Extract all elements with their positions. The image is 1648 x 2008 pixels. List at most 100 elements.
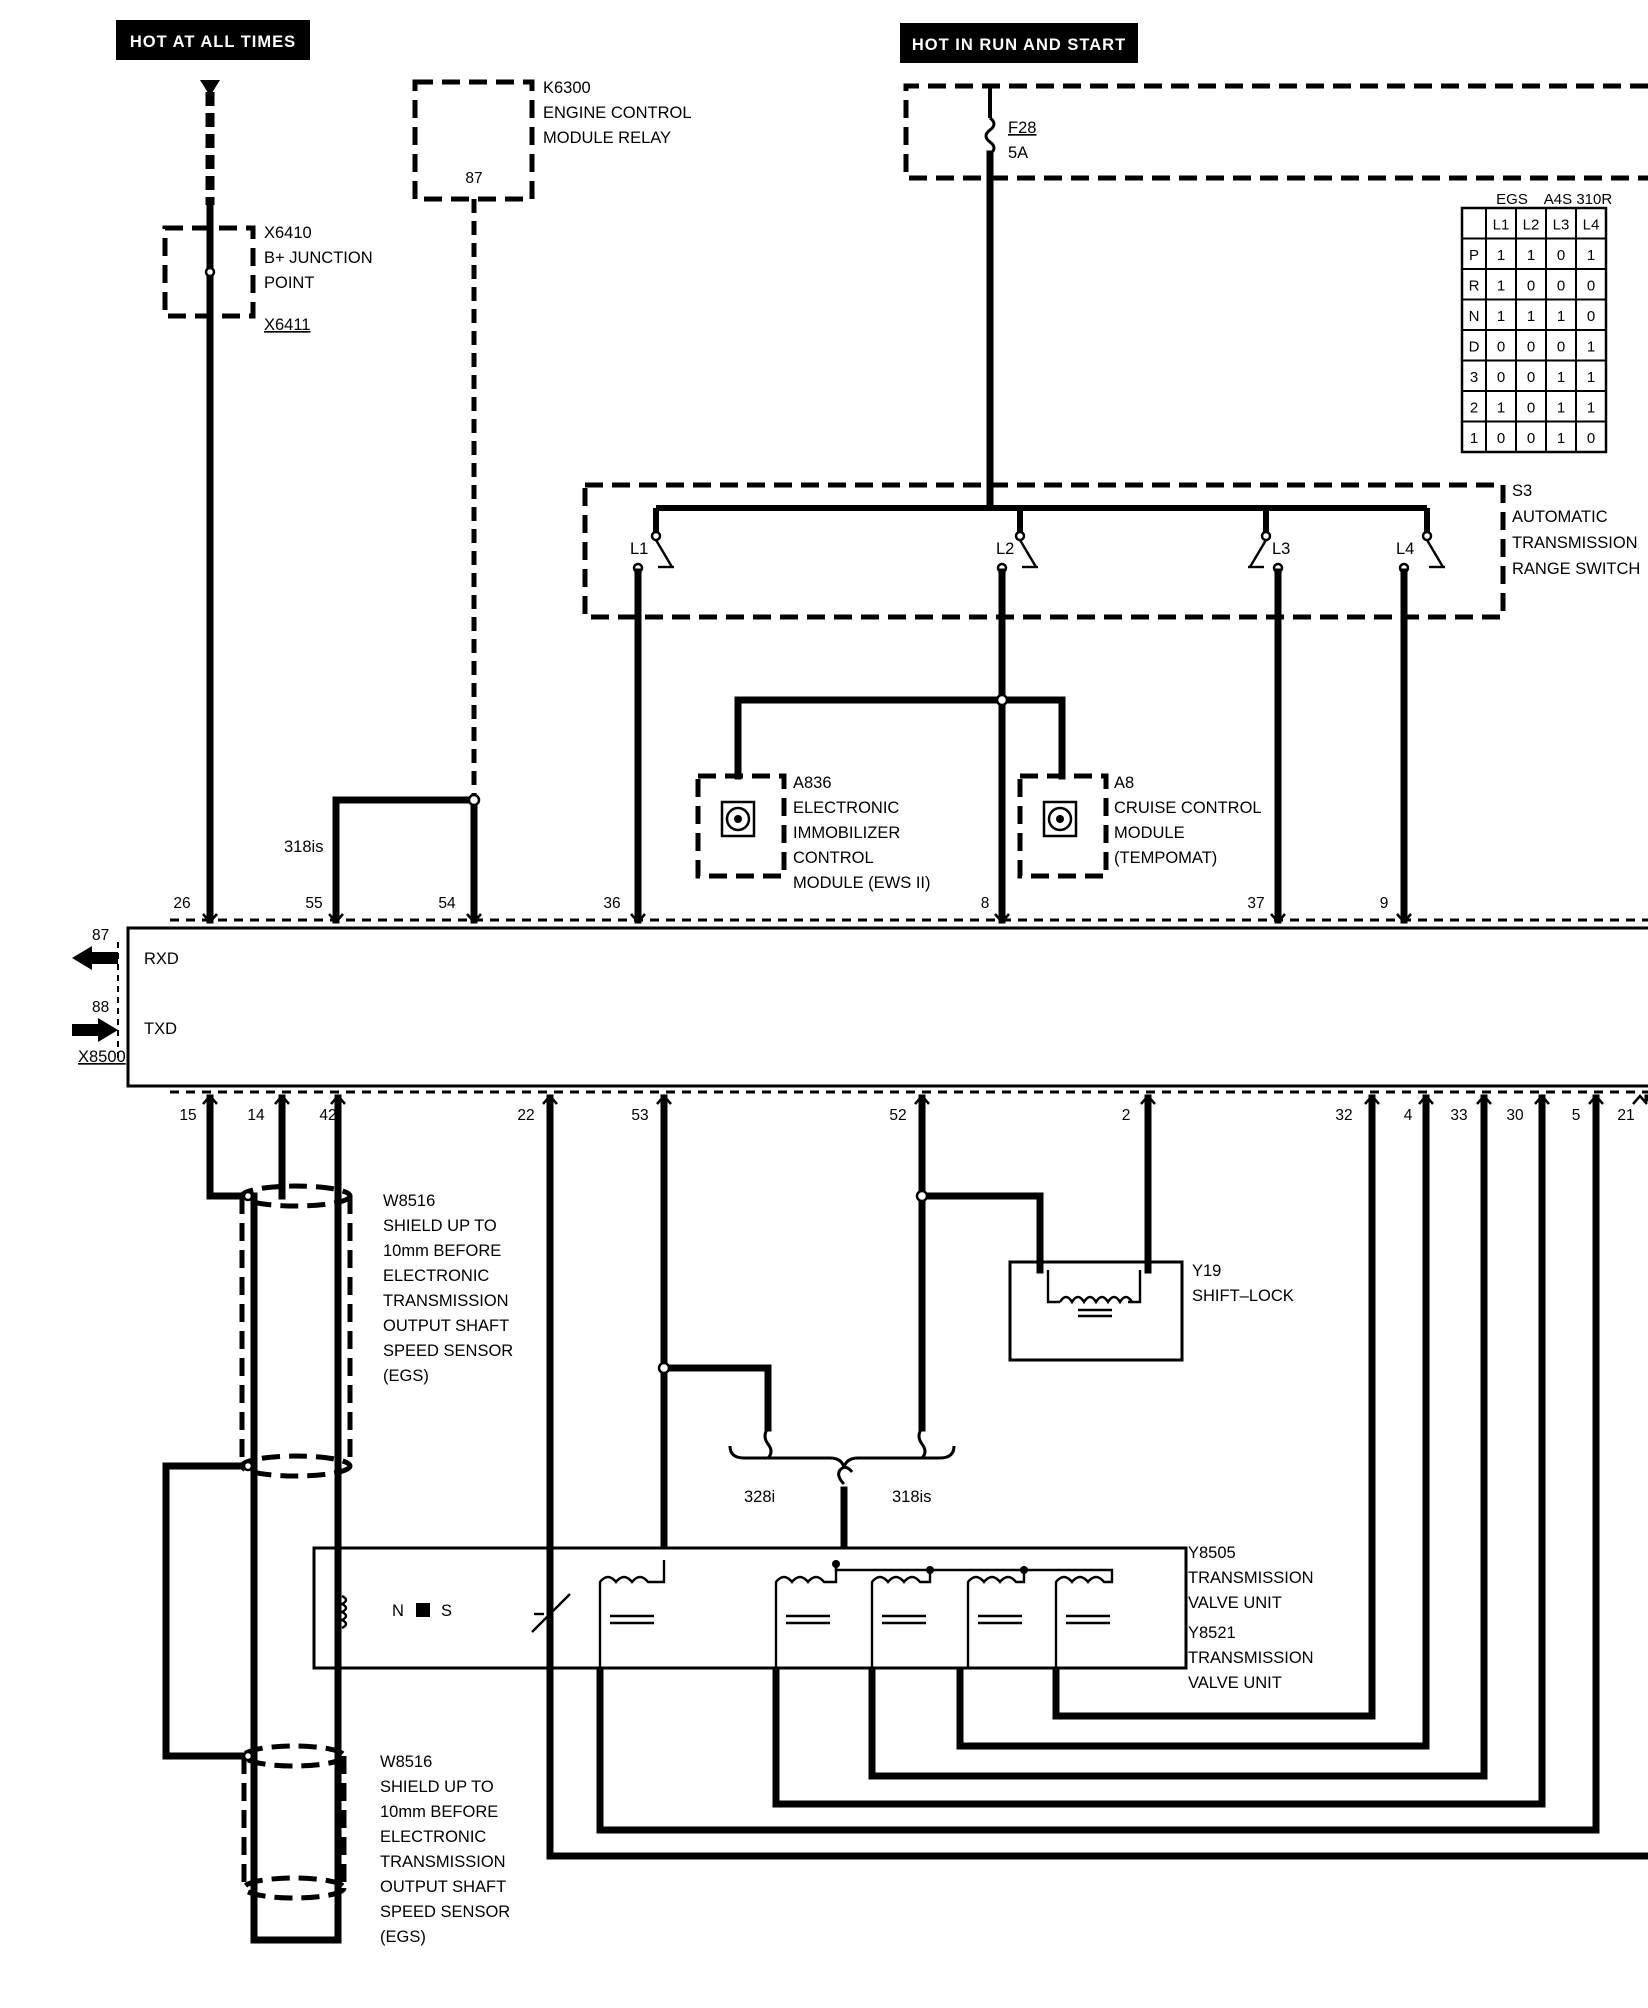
w8516-lower-l1: SHIELD UP TO [380,1778,494,1796]
header-hot-in-run-and-start: HOT IN RUN AND START [900,23,1138,63]
header-hot-at-all-times: HOT AT ALL TIMES [116,20,310,60]
pin-marker-top [202,913,218,924]
pin-bottom-32: 32 [1335,1107,1352,1124]
variant-318is-bottom: 318is [892,1488,931,1506]
truth-table-cell: 0 [1527,339,1535,356]
a8-module [1017,773,1109,879]
w8516-upper-l7: (EGS) [383,1367,429,1385]
y8505-line2: VALVE UNIT [1188,1594,1282,1612]
k6300-relay [332,79,535,924]
pin-bottom-53: 53 [631,1107,648,1124]
valve-unit [312,1544,1188,1672]
a836-line1: ELECTRONIC [793,799,899,817]
truth-table-cell: 0 [1557,278,1565,295]
y8521-line1: TRANSMISSION [1188,1649,1314,1667]
truth-table-position: N [1469,308,1480,325]
truth-table-position: R [1469,278,1480,295]
w8516-lower-l5: OUTPUT SHAFT [380,1878,506,1896]
w8516-upper-l5: OUTPUT SHAFT [383,1317,509,1335]
truth-table-title-right: A4S 310R [1544,191,1613,208]
pin-top-8: 8 [981,895,990,912]
w8516-upper-shield [239,1183,353,1479]
x6410-junction-box [162,225,256,319]
k6300-id: K6300 [543,79,591,97]
magnet-icon [416,1603,430,1617]
truth-table-cell: 0 [1497,369,1505,386]
pin-marker-top [328,913,344,924]
txd-label: TXD [144,1020,177,1038]
pin-top-36: 36 [603,895,620,912]
y19-id: Y19 [1192,1262,1221,1280]
k6300-pin: 87 [465,170,482,187]
control-module [117,918,1648,1094]
pin-top-55: 55 [305,895,322,912]
f28-id: F28 [1008,119,1036,137]
pin-marker-top [466,913,482,924]
pin-bottom-2: 2 [1122,1107,1131,1124]
header-hot-in-run-label: HOT IN RUN AND START [912,36,1126,54]
s3-l4: L4 [1396,540,1414,558]
truth-table-cell: 0 [1497,339,1505,356]
w8516-upper-l4: TRANSMISSION [383,1292,509,1310]
truth-table-position: 2 [1470,400,1478,417]
rxd-label: RXD [144,950,179,968]
pin-marker-top [630,913,646,924]
truth-table-cell: 1 [1527,308,1535,325]
pin-bottom-4: 4 [1404,1107,1413,1124]
w8516-lower-shield [241,1743,347,1901]
w8516-lower-l2: 10mm BEFORE [380,1803,498,1821]
truth-table-cell: 1 [1587,369,1595,386]
pin-bottom-15: 15 [179,1107,196,1124]
s3-line3: RANGE SWITCH [1512,560,1640,578]
pin-top-26: 26 [173,895,190,912]
truth-table-cell: 1 [1557,400,1565,417]
magnet-s: S [441,1602,452,1620]
truth-table-position: D [1469,339,1480,356]
truth-table-cell: 0 [1587,308,1595,325]
x6411-id: X6411 [264,316,311,334]
truth-table-cell: 0 [1587,430,1595,447]
truth-table-cell: 0 [1527,278,1535,295]
s3-l3: L3 [1272,540,1290,558]
w8516-upper-l6: SPEED SENSOR [383,1342,513,1360]
fuse-f28 [903,83,1648,509]
truth-table-cell: 1 [1497,308,1505,325]
y8505-id: Y8505 [1188,1544,1236,1562]
s3-l1: L1 [630,540,648,558]
switch-contact-l1 [632,530,674,574]
magnet-n: N [392,1602,404,1620]
x6410-line2: POINT [264,274,314,292]
truth-table-cell: 0 [1557,247,1565,264]
truth-table-cell: 1 [1557,430,1565,447]
pin-bottom-30: 30 [1506,1107,1524,1124]
truth-table-cell: 0 [1527,369,1535,386]
truth-table-cell: 0 [1497,430,1505,447]
txd-arrow-icon [72,1018,118,1042]
truth-table-position: P [1469,247,1479,264]
s3-id: S3 [1512,482,1532,500]
truth-table-cell: 1 [1497,247,1505,264]
s3-range-switch [582,482,1506,924]
w8516-upper-id: W8516 [383,1192,435,1210]
pin-bottom-42: 42 [319,1107,336,1124]
pin-top-37: 37 [1247,895,1264,912]
pin-top-9: 9 [1380,895,1389,912]
a8-id: A8 [1114,774,1134,792]
truth-table-cell: 0 [1587,278,1595,295]
a8-line3: (TEMPOMAT) [1114,849,1217,867]
w8516-lower-l7: (EGS) [380,1928,426,1946]
y19-shift-lock [1008,1258,1184,1362]
a836-line2: IMMOBILIZER [793,824,900,842]
bplus-feed [162,80,256,924]
w8516-upper-l1: SHIELD UP TO [383,1217,497,1235]
truth-table-cell: 1 [1587,247,1595,264]
header-hot-at-all-times-label: HOT AT ALL TIMES [130,33,296,51]
y8521-line2: VALVE UNIT [1188,1674,1282,1692]
truth-table-cell: 1 [1527,247,1535,264]
y8521-id: Y8521 [1188,1624,1236,1642]
variant-328i: 328i [744,1488,775,1506]
y8505-line1: TRANSMISSION [1188,1569,1314,1587]
variant-318is-top: 318is [284,838,323,856]
